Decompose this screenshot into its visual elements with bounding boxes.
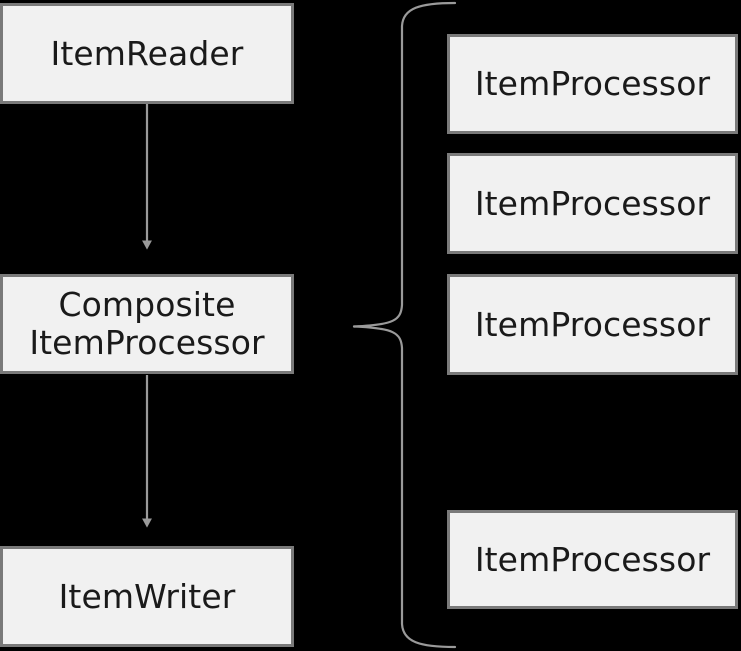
node-item-writer[interactable]: ItemWriter [0,546,294,647]
node-item-processor-1[interactable]: ItemProcessor [447,34,738,134]
node-composite-item-processor[interactable]: Composite ItemProcessor [0,274,294,374]
curly-brace-processors [352,1,457,649]
node-item-processor-3[interactable]: ItemProcessor [447,274,738,375]
node-item-reader[interactable]: ItemReader [0,3,294,104]
node-item-processor-4[interactable]: ItemProcessor [447,510,738,609]
node-item-processor-2[interactable]: ItemProcessor [447,153,738,254]
